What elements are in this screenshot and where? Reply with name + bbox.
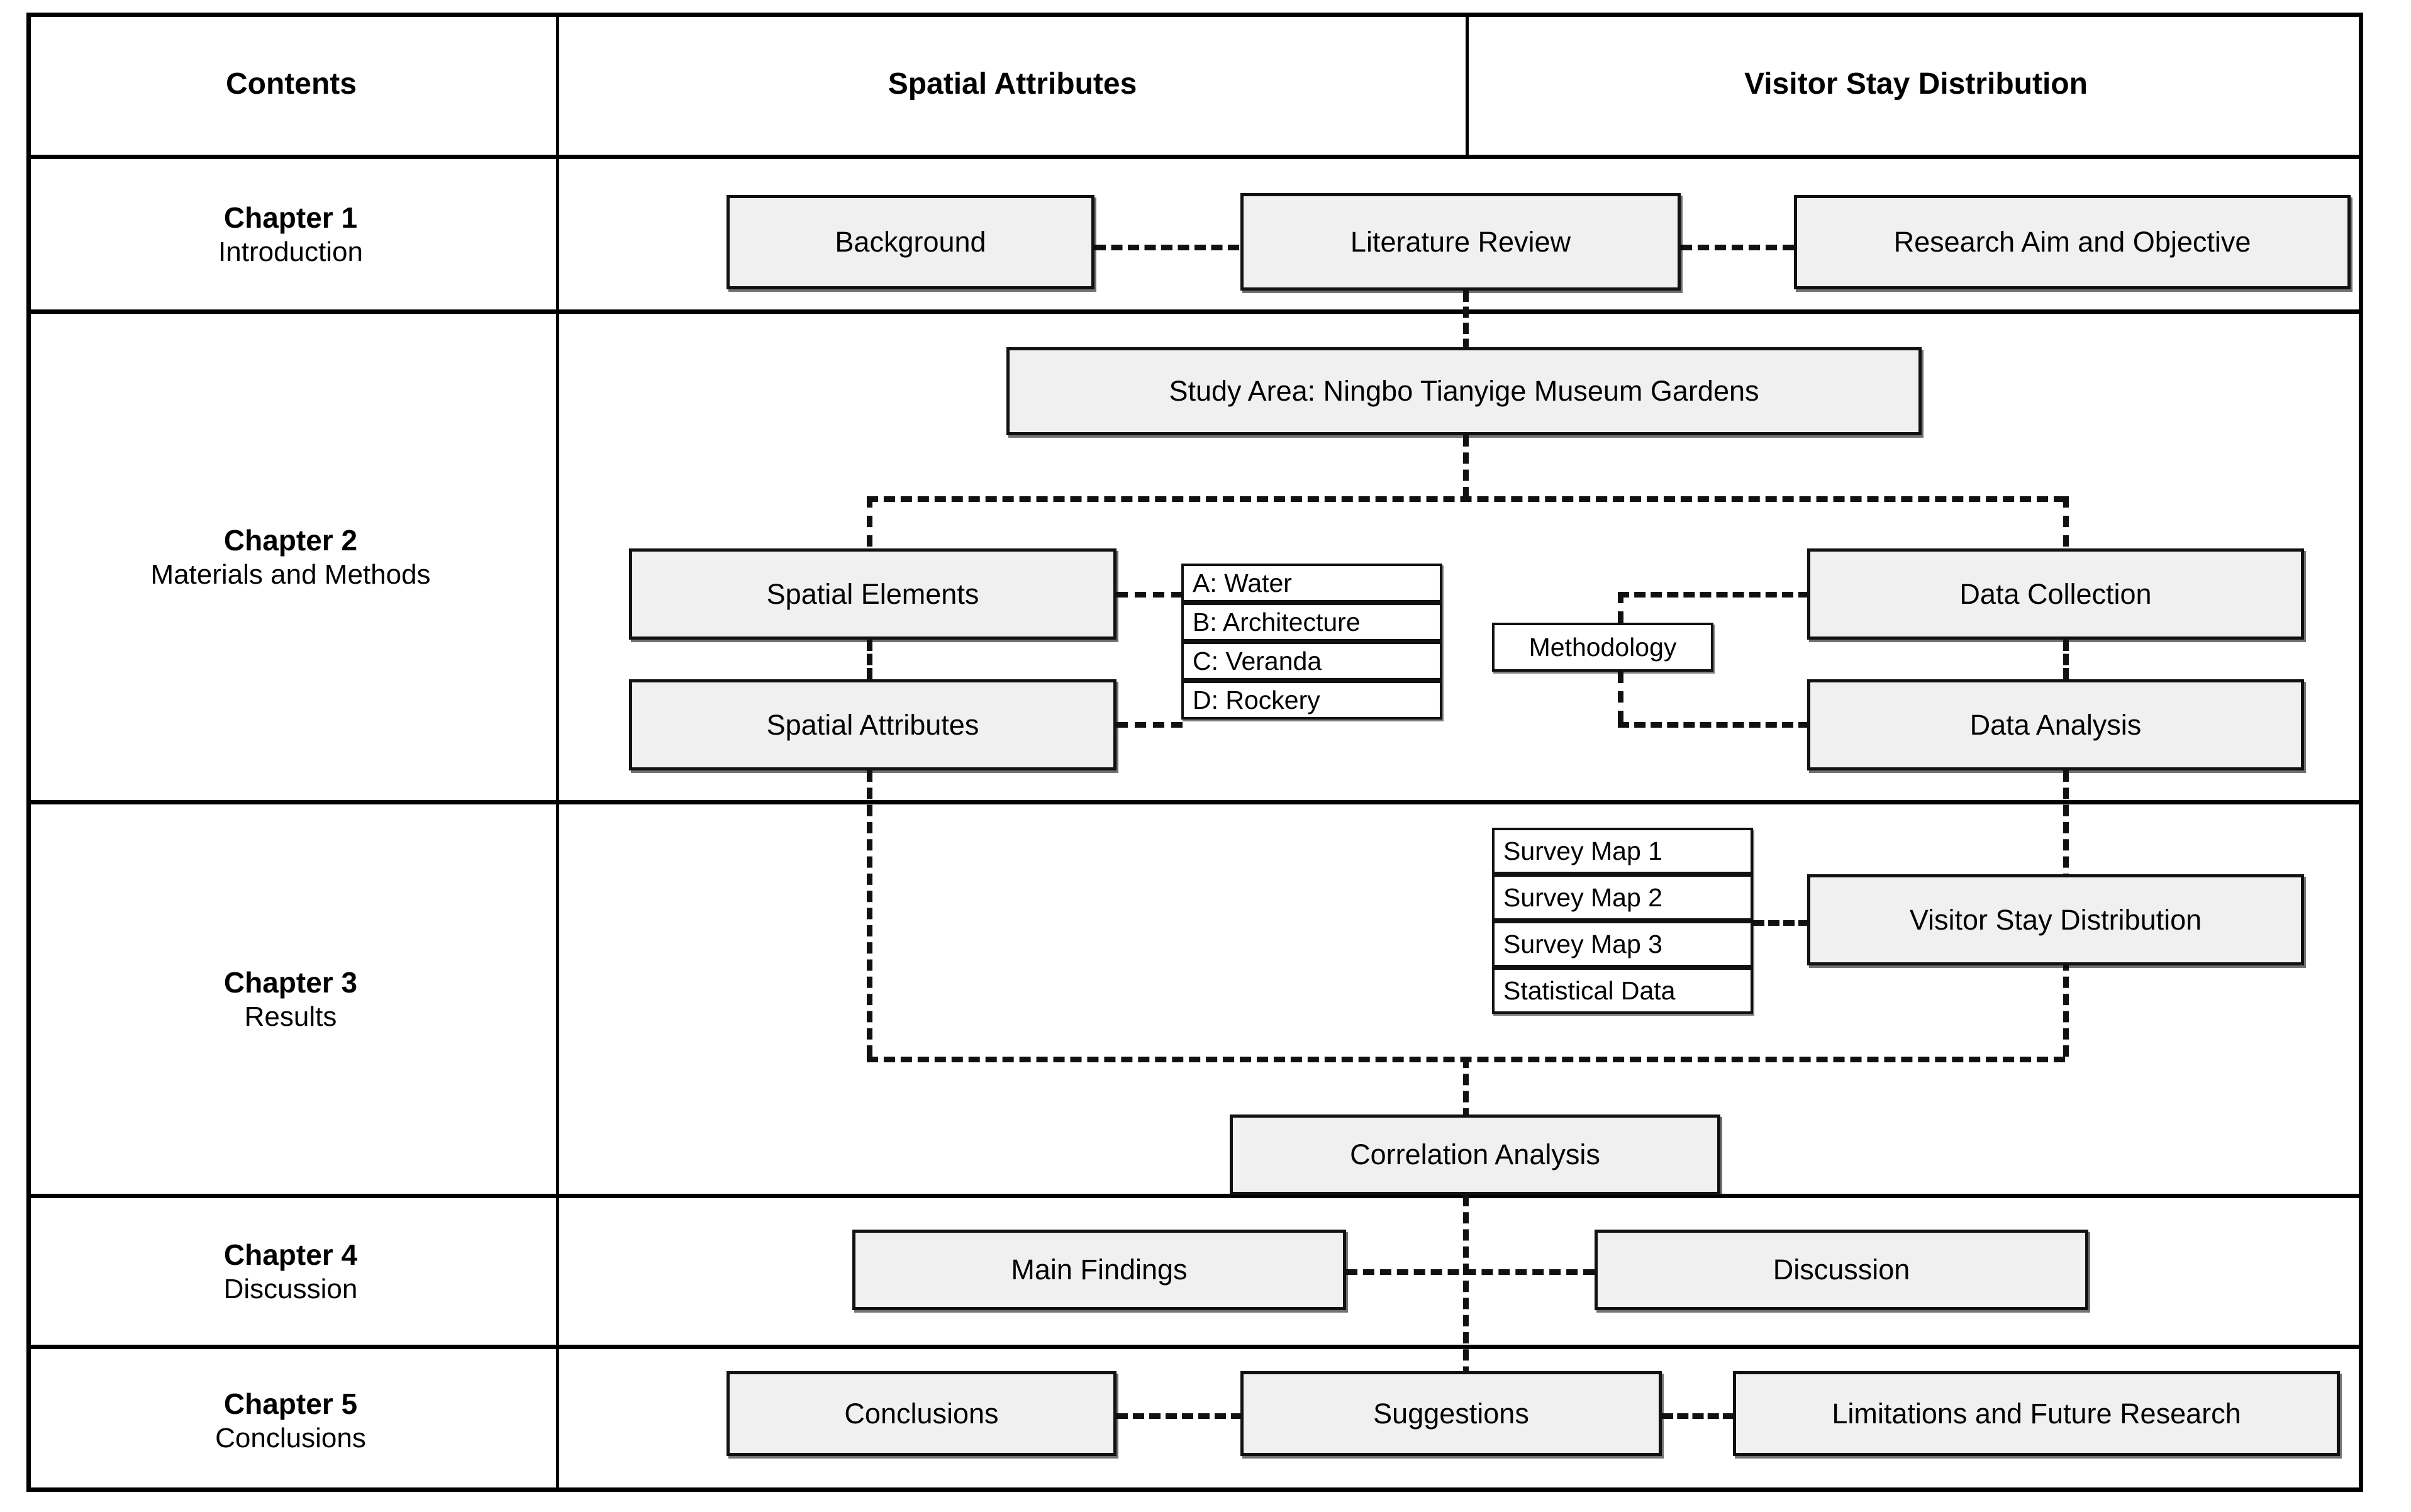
connector-methodology-to-collection <box>1618 592 1810 598</box>
connector-literature-researchaim <box>1681 245 1794 250</box>
connector-collection-to-analysis <box>2063 640 2069 679</box>
chapter-5-number: Chapter 5 <box>223 1387 358 1420</box>
chapter-2-title: Materials and Methods <box>150 559 431 590</box>
chapter-3-number: Chapter 3 <box>223 965 358 999</box>
spine-ch1-to-studyarea <box>1463 291 1469 366</box>
list-item-survey-map-3[interactable]: Survey Map 3 <box>1492 921 1753 967</box>
chapter-label-4: Chapter 4 Discussion <box>26 1198 555 1345</box>
bus-ch2-top <box>867 496 2065 502</box>
spine-ch4-through <box>1463 1195 1469 1412</box>
connector-methodology-to-analysis <box>1618 722 1810 728</box>
node-visitor-stay-distribution[interactable]: Visitor Stay Distribution <box>1807 874 2304 965</box>
connector-findings-discussion <box>1346 1269 1595 1275</box>
node-discussion[interactable]: Discussion <box>1595 1230 2088 1310</box>
chapter-5-title: Conclusions <box>215 1422 366 1454</box>
connector-suggestions-limitations <box>1662 1413 1734 1419</box>
node-methodology[interactable]: Methodology <box>1492 623 1713 672</box>
connector-elements-to-attributes <box>867 640 872 679</box>
column-separator-contents <box>556 13 559 1492</box>
list-item-a-water[interactable]: A: Water <box>1181 564 1442 603</box>
connector-methodology-up <box>1618 592 1623 623</box>
row-separator-ch3 <box>26 1194 2363 1198</box>
chapter-1-title: Introduction <box>218 236 363 267</box>
table-frame <box>26 13 2363 1492</box>
connector-surveys-to-distribution <box>1753 920 1810 926</box>
connector-attributes-to-list <box>1116 722 1183 728</box>
connector-elements-to-list <box>1116 592 1183 598</box>
list-item-c-veranda[interactable]: C: Veranda <box>1181 642 1442 681</box>
chapter-4-number: Chapter 4 <box>223 1238 358 1271</box>
list-item-survey-map-2[interactable]: Survey Map 2 <box>1492 874 1753 921</box>
node-main-findings[interactable]: Main Findings <box>852 1230 1346 1310</box>
node-research-aim-and-objective[interactable]: Research Aim and Objective <box>1794 195 2351 289</box>
chapter-label-1: Chapter 1 Introduction <box>26 159 555 309</box>
connector-conclusions-suggestions <box>1116 1413 1242 1419</box>
node-suggestions[interactable]: Suggestions <box>1240 1371 1662 1456</box>
chapter-label-3: Chapter 3 Results <box>26 804 555 1194</box>
node-data-analysis[interactable]: Data Analysis <box>1807 679 2304 770</box>
chapter-label-2: Chapter 2 Materials and Methods <box>26 314 555 800</box>
spine-studyarea-to-bus <box>1463 435 1469 498</box>
row-separator-ch1 <box>26 309 2363 314</box>
chapter-2-number: Chapter 2 <box>223 523 358 557</box>
row-separator-header <box>26 155 2363 159</box>
node-study-area[interactable]: Study Area: Ningbo Tianyige Museum Garde… <box>1006 347 1922 435</box>
column-separator-header-middle <box>1466 13 1469 155</box>
list-item-d-rockery[interactable]: D: Rockery <box>1181 681 1442 720</box>
header-visitor-stay-distribution: Visitor Stay Distribution <box>1744 67 2088 101</box>
list-item-statistical-data[interactable]: Statistical Data <box>1492 967 1753 1014</box>
chapter-1-number: Chapter 1 <box>223 201 358 234</box>
node-data-collection[interactable]: Data Collection <box>1807 548 2304 640</box>
header-contents: Contents <box>226 67 357 101</box>
list-item-survey-map-1[interactable]: Survey Map 1 <box>1492 828 1753 874</box>
node-spatial-elements[interactable]: Spatial Elements <box>629 548 1116 640</box>
chapter-3-title: Results <box>244 1001 337 1032</box>
spine-bus-to-correlation <box>1463 1057 1469 1120</box>
bus-ch2-left-drop <box>867 496 872 547</box>
bus-ch2-right-drop <box>2063 496 2069 547</box>
connector-background-literature <box>1094 245 1239 250</box>
node-limitations-and-future-research[interactable]: Limitations and Future Research <box>1733 1371 2340 1456</box>
node-correlation-analysis[interactable]: Correlation Analysis <box>1230 1115 1720 1195</box>
node-literature-review[interactable]: Literature Review <box>1240 193 1681 291</box>
node-spatial-attributes[interactable]: Spatial Attributes <box>629 679 1116 770</box>
node-background[interactable]: Background <box>727 195 1094 289</box>
list-item-b-architecture[interactable]: B: Architecture <box>1181 603 1442 642</box>
header-spatial-attributes: Spatial Attributes <box>888 67 1137 101</box>
chapter-4-title: Discussion <box>223 1273 358 1304</box>
row-separator-ch4 <box>26 1345 2363 1349</box>
connector-methodology-down <box>1618 672 1623 722</box>
row-separator-ch2 <box>26 800 2363 804</box>
node-conclusions[interactable]: Conclusions <box>727 1371 1116 1456</box>
chapter-label-5: Chapter 5 Conclusions <box>26 1349 555 1492</box>
rail-left-ch3 <box>867 770 872 1057</box>
